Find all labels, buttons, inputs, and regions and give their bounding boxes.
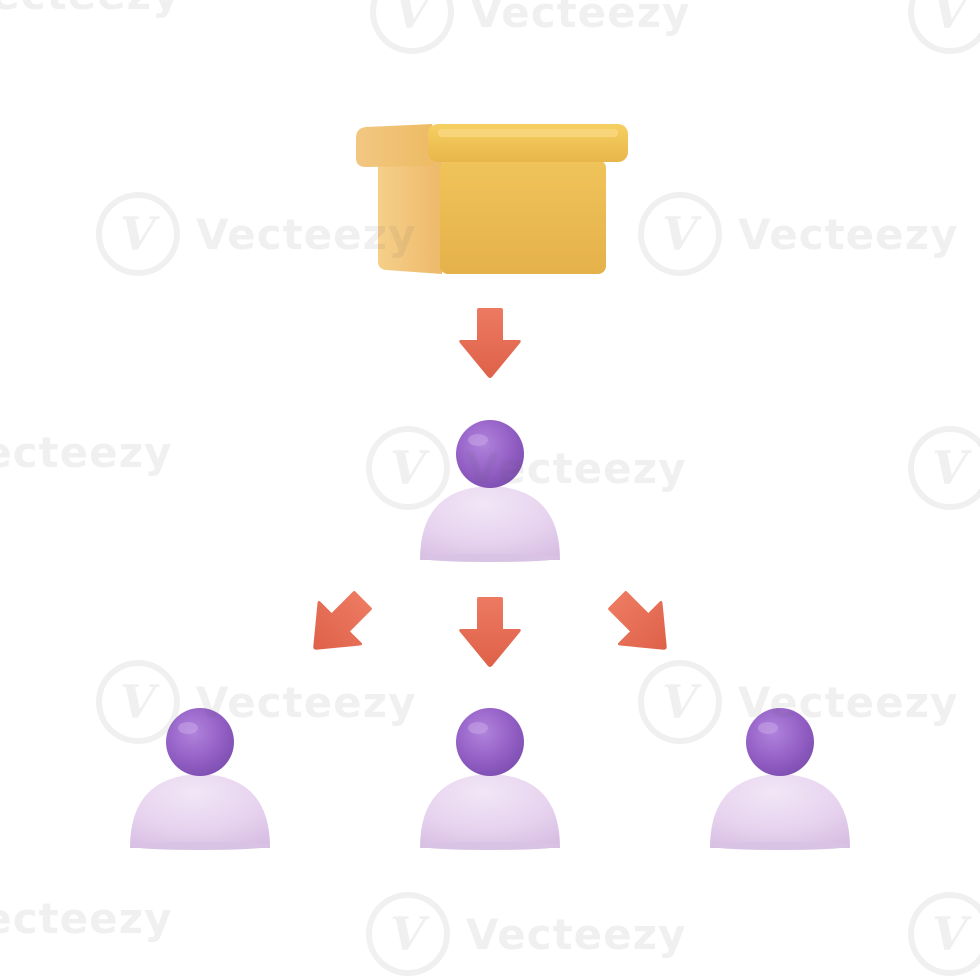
box-icon xyxy=(356,124,628,274)
arrow-down-right-icon xyxy=(594,577,688,671)
arrow-down-left-icon xyxy=(292,577,386,671)
person-icon xyxy=(130,708,270,850)
person-icon xyxy=(420,420,560,562)
person-icon xyxy=(710,708,850,850)
arrow-down-icon xyxy=(459,308,521,378)
arrow-down-icon xyxy=(459,597,521,667)
person-icon xyxy=(420,708,560,850)
